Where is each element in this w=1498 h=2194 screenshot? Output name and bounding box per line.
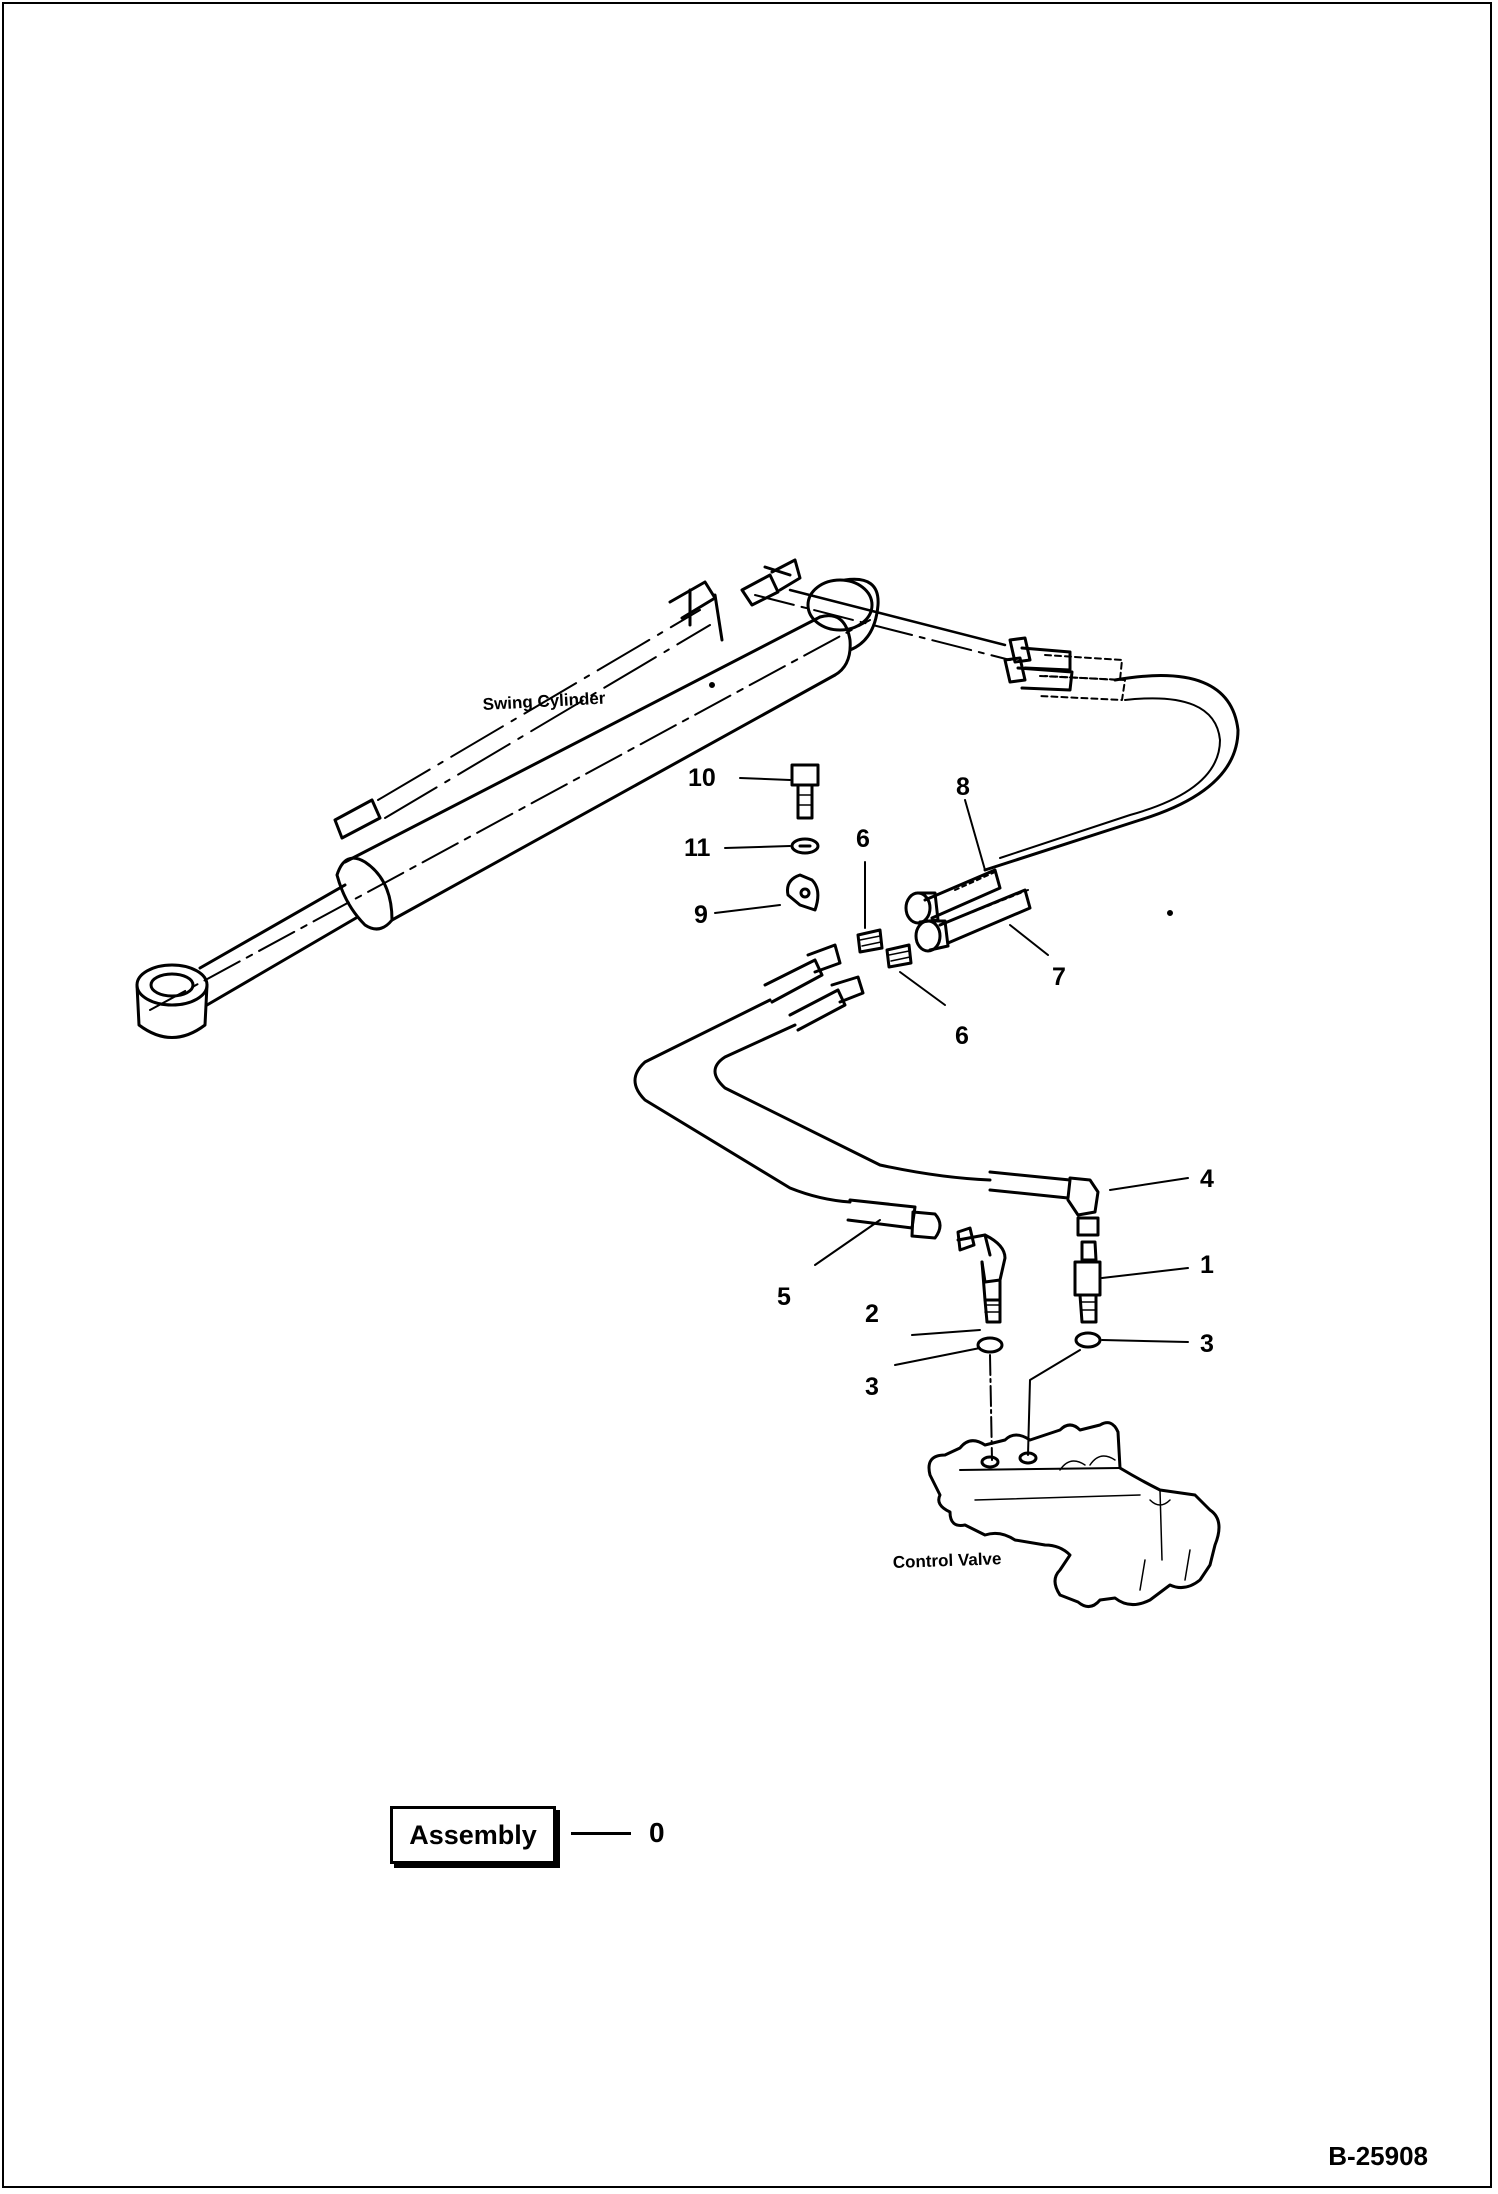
callout-6-lower: 6 bbox=[955, 1022, 969, 1050]
connector-1 bbox=[1073, 1216, 1102, 1324]
bolt-10 bbox=[790, 763, 820, 820]
clamp-9 bbox=[786, 873, 820, 912]
elbow-2 bbox=[956, 1226, 1007, 1324]
leader-lines bbox=[714, 777, 1189, 1366]
assembly-leader-line bbox=[571, 1832, 631, 1835]
assembly-number: 0 bbox=[649, 1817, 665, 1848]
callout-4: 4 bbox=[1200, 1165, 1214, 1193]
control-valve-label: Control Valve bbox=[892, 1549, 1001, 1572]
callout-11: 11 bbox=[684, 834, 711, 862]
lower-hoses bbox=[633, 998, 1100, 1240]
callout-2: 2 bbox=[865, 1300, 879, 1328]
washer-11 bbox=[790, 837, 820, 855]
swing-cylinder bbox=[135, 558, 880, 1039]
callout-9: 9 bbox=[694, 901, 708, 929]
callout-1: 1 bbox=[1200, 1251, 1214, 1279]
hose-fittings-7-8 bbox=[904, 868, 1032, 953]
control-valve bbox=[927, 1349, 1221, 1608]
o-rings-3 bbox=[976, 1331, 1102, 1354]
callout-3-right: 3 bbox=[1200, 1330, 1214, 1358]
swing-cylinder-label: Swing Cylinder bbox=[482, 689, 606, 714]
drawing-number: B-25908 bbox=[1328, 2141, 1428, 2171]
assembly-label: Assembly bbox=[409, 1819, 537, 1850]
callout-7: 7 bbox=[1052, 963, 1066, 991]
upper-hoses bbox=[754, 588, 1240, 872]
callout-6-upper: 6 bbox=[856, 825, 870, 853]
adapters-6 bbox=[856, 928, 913, 969]
callout-10: 10 bbox=[688, 764, 716, 792]
lower-hose-upper-ends bbox=[763, 943, 865, 1032]
assembly-box: Assembly bbox=[390, 1806, 556, 1864]
callout-8: 8 bbox=[956, 773, 970, 801]
callout-3-left: 3 bbox=[865, 1373, 879, 1401]
callout-5: 5 bbox=[777, 1283, 791, 1311]
